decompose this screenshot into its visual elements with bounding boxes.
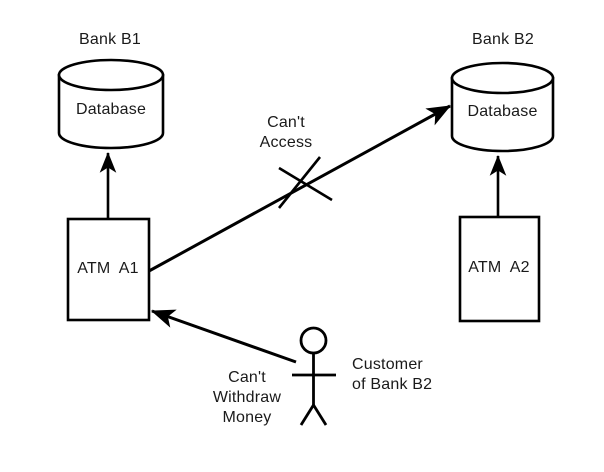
blocked-x-mark-access xyxy=(277,156,333,209)
bank-b2-title: Bank B2 xyxy=(472,31,534,48)
atm-a2-label: ATM A2 xyxy=(468,259,530,276)
database-b1-label: Database xyxy=(75,101,147,118)
cant-access-annotation: Can't Access xyxy=(259,114,313,151)
cant-withdraw-money-annotation: Can't Withdraw Money xyxy=(212,369,282,426)
customer-stick-figure xyxy=(292,326,336,426)
stick-figure-leg-left xyxy=(299,404,315,426)
arrow-customer-to-atm-a1 xyxy=(150,309,297,364)
customer-of-bank-b2-label: Customer of Bank B2 xyxy=(352,356,433,393)
arrow-atm-a1-to-db-b2 xyxy=(148,104,452,273)
stick-figure-leg-right xyxy=(312,404,328,426)
atm-a1-box xyxy=(66,217,151,322)
database-cylinder-b1 xyxy=(57,58,165,150)
atm-a1-label: ATM A1 xyxy=(77,260,139,277)
atm-a2-box xyxy=(458,215,541,323)
stick-figure-head xyxy=(299,326,328,355)
database-b2-label: Database xyxy=(467,103,538,120)
bank-b1-title: Bank B1 xyxy=(79,31,141,48)
database-cylinder-b2 xyxy=(450,61,555,153)
